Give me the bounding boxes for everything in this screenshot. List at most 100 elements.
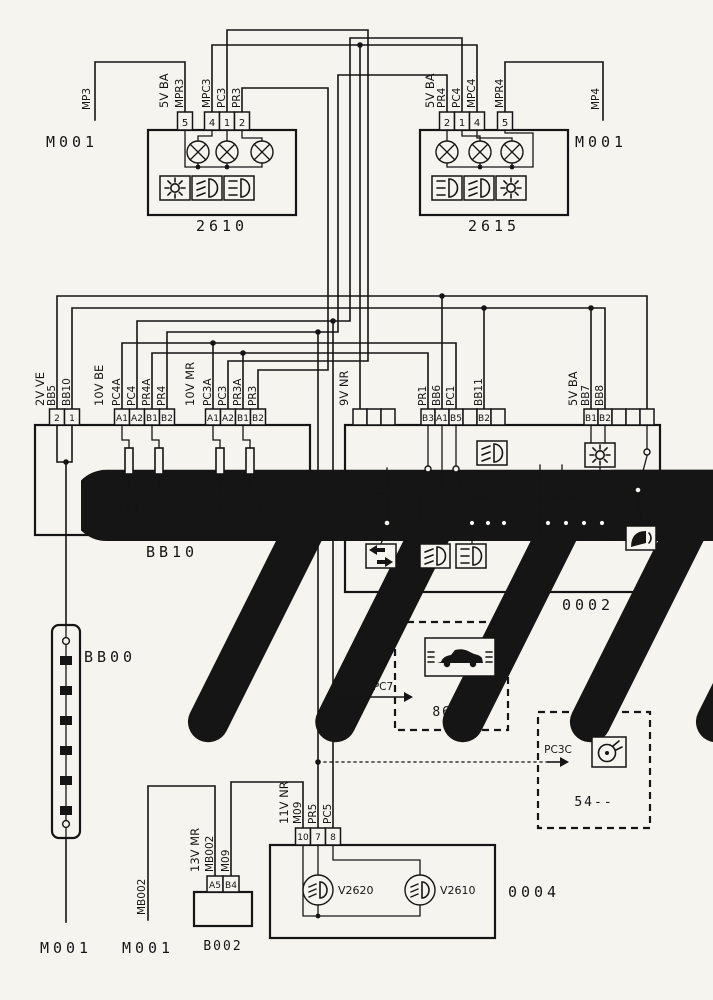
pin-number: 2 [239,118,245,129]
wire-label: PC5 [322,804,334,824]
pin-number: A1 [207,414,219,424]
wire-label: PR4 [156,385,168,406]
wire-label: PC4A [111,378,123,406]
pin-number: 1 [224,118,230,129]
harness-wires [56,29,648,923]
wire-label: MB002 [204,836,216,872]
connector-name: 5V BA [566,371,580,406]
component-id: BB00 [84,648,136,666]
pin-number: B2 [478,414,490,424]
wire-label: PC3A [202,378,214,406]
fuse-label: F15 [209,502,232,515]
ground-top-right: MP4 M001 [575,88,713,722]
ground-label: M001 [40,939,92,957]
pin-number: B2 [599,414,611,424]
bulb-label: V2620 [338,884,374,897]
connector-name: 10V BE [92,365,106,406]
ground-bottom-mid: MB002 M001 [122,879,174,957]
switch-unit-0002: B3 A1 B5 B2 B1 B2 9V NR PR1 BB6 PC1 BB11… [337,371,662,614]
wire-label: MPC3 [201,79,213,108]
bulb-icon [302,844,436,919]
pin-number: 4 [209,118,215,129]
fuse-icon [121,424,255,493]
wire-label: PC4 [126,385,138,406]
pin-number: 2 [54,414,60,424]
pin-number: 10 [297,833,309,843]
wire-label: PR4 [436,87,448,108]
pin-number: B4 [225,881,237,891]
component-id: 2615 [468,217,520,235]
pin-number: A2 [131,414,143,424]
wire-label-mp3: MP3 [81,88,93,110]
pin-number: B1 [585,414,597,424]
bulb-label: V2610 [440,884,476,897]
wire-label: BB8 [594,385,606,406]
pin-number: 5 [502,118,508,129]
arrow-icon [560,757,569,767]
wire-label: PR3 [247,386,259,406]
pin-number: 1 [459,118,465,129]
pin-number: A5 [209,881,221,891]
fusebox-bb10: 2 1 2V VE BB5 BB10 A1 A2 B1 B2 10V BE PC… [33,362,312,561]
pin-number: 5 [182,118,188,129]
wire-label: MPC4 [466,78,478,108]
wire-label: PC3 [216,88,228,108]
wire-label: MPR4 [494,78,506,108]
pin-number: B2 [161,414,173,424]
component-id: 86-- [432,705,471,720]
connector-name: 11V NR [277,781,291,824]
wire-label: PR1 [417,386,429,406]
component-id: 2610 [196,217,248,235]
wire-label: PR3 [231,88,243,108]
wire-label-mp4: MP4 [590,88,602,110]
component-id: BB10 [146,543,198,561]
connector-name: 2V VE [33,372,47,406]
fuse-label: F14 [117,502,140,515]
ground-label: M001 [46,133,98,151]
pin-number: B1 [146,414,158,424]
wire-label: PC4 [451,87,463,108]
wire-label: PR5 [307,804,319,824]
wire-label: BB11 [473,378,485,406]
pin-number: A1 [436,414,448,424]
pin-number: 8 [330,833,336,843]
relay-box-54: PC3C 54-- [315,710,652,830]
wire-label: PC3 [217,386,229,406]
connector-name: 10V MR [183,362,197,406]
wire-label: PC1 [445,386,457,406]
ground-top-left: MP3 M001 [46,88,713,722]
wire-label-pc3c: PC3C [544,744,572,756]
pin-number: 1 [69,414,75,424]
component-id: 0004 [508,883,560,901]
wire-label-mb002: MB002 [136,879,148,915]
component-id: 0002 [562,596,614,614]
pin-number: 2 [444,118,450,129]
ground-bottom-left: M001 [40,939,92,957]
component-id: 54-- [574,795,613,810]
connector-name: 5V BA [423,73,437,108]
wire-label: M09 [220,850,232,872]
component-id: B002 [203,939,242,954]
wire-label: BB7 [580,385,592,406]
pin-number: A2 [222,414,234,424]
bulb-icon [435,129,534,170]
wire-label: MPR3 [174,79,186,108]
ground-label: M001 [122,939,174,957]
wire-label: M09 [292,802,304,824]
battery-bb00: BB00 [50,623,136,840]
pin-number: 7 [315,833,321,843]
connector-name: 13V MR [188,828,202,872]
wire-label-pc7: PC7 [373,681,393,693]
ground-label: M001 [575,133,627,151]
wire-label: PR4A [141,378,153,406]
bulb-icon [184,129,274,170]
unit-2610: 5 4 1 2 5V BA MPR3 MPC3 PC3 PR3 2610 [146,73,298,235]
wire-label: PR3A [232,378,244,406]
lamp-unit-0004: 10 7 8 11V NR M09 PR5 PC5 V2620 V2610 00… [268,781,560,940]
switch-mechanism [375,424,651,545]
wire-label: BB5 [46,385,58,406]
fuse-label: F12 [147,502,170,515]
pin-number: B3 [422,414,434,424]
connector-name: 5V BA [157,73,171,108]
